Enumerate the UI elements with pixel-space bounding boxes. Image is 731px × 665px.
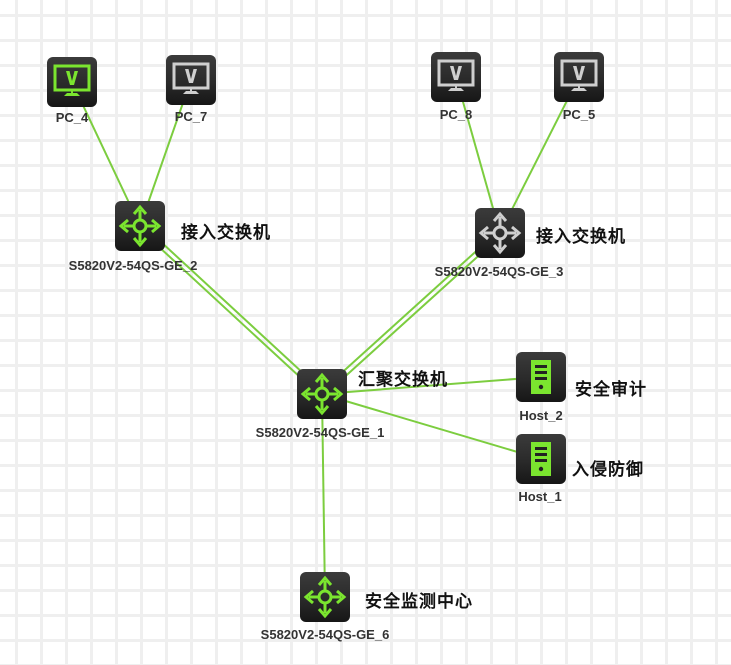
server-tower-icon [531, 442, 551, 476]
pc8-node[interactable] [431, 52, 481, 102]
access-switch-3-node[interactable] [475, 208, 525, 258]
host2-role: 安全审计 [575, 380, 647, 400]
pc-monitor-icon [172, 62, 210, 94]
link-sw1-sw6[interactable] [321, 393, 326, 598]
pc4-node[interactable] [47, 57, 97, 107]
switch-arrows-icon [303, 575, 347, 619]
switch-arrows-icon [300, 372, 344, 416]
aggregation-switch-label: S5820V2-54QS-GE_1 [255, 425, 385, 440]
monitor-center-switch-label: S5820V2-54QS-GE_6 [260, 627, 390, 642]
link-pc8-sw3[interactable] [455, 76, 501, 234]
link-sw1-host1[interactable] [321, 393, 542, 460]
pc4-label: PC_4 [55, 110, 89, 125]
access-switch-2-role: 接入交换机 [181, 223, 271, 243]
host1-label: Host_1 [518, 489, 562, 504]
link-pc5-sw3[interactable] [499, 76, 580, 234]
link-sw3-sw1[interactable] [319, 230, 499, 393]
pc5-node[interactable] [554, 52, 604, 102]
link-sw1-host2[interactable] [321, 376, 542, 395]
pc-monitor-icon [560, 59, 598, 91]
switch-arrows-icon [478, 211, 522, 255]
access-switch-2-label: S5820V2-54QS-GE_2 [68, 258, 198, 273]
pc-monitor-icon [437, 59, 475, 91]
pc7-node[interactable] [166, 55, 216, 105]
host1-node[interactable] [516, 434, 566, 484]
host1-role: 入侵防御 [572, 460, 644, 480]
switch-arrows-icon [118, 204, 162, 248]
pc8-label: PC_8 [439, 107, 473, 122]
link-sw2-sw1[interactable] [141, 223, 325, 393]
server-tower-icon [531, 360, 551, 394]
monitor-center-switch-role: 安全监测中心 [365, 592, 473, 612]
link-sw2-sw1[interactable] [137, 227, 321, 397]
aggregation-switch-role: 汇聚交换机 [358, 370, 448, 390]
pc-monitor-icon [53, 64, 91, 96]
pc5-label: PC_5 [562, 107, 596, 122]
host2-label: Host_2 [519, 408, 563, 423]
access-switch-3-label: S5820V2-54QS-GE_3 [434, 264, 564, 279]
pc7-label: PC_7 [174, 109, 208, 124]
link-sw3-sw1[interactable] [323, 234, 503, 397]
access-switch-2-node[interactable] [115, 201, 165, 251]
access-switch-3-role: 接入交换机 [536, 227, 626, 247]
host2-node[interactable] [516, 352, 566, 402]
aggregation-switch-node[interactable] [297, 369, 347, 419]
monitor-center-switch-node[interactable] [300, 572, 350, 622]
